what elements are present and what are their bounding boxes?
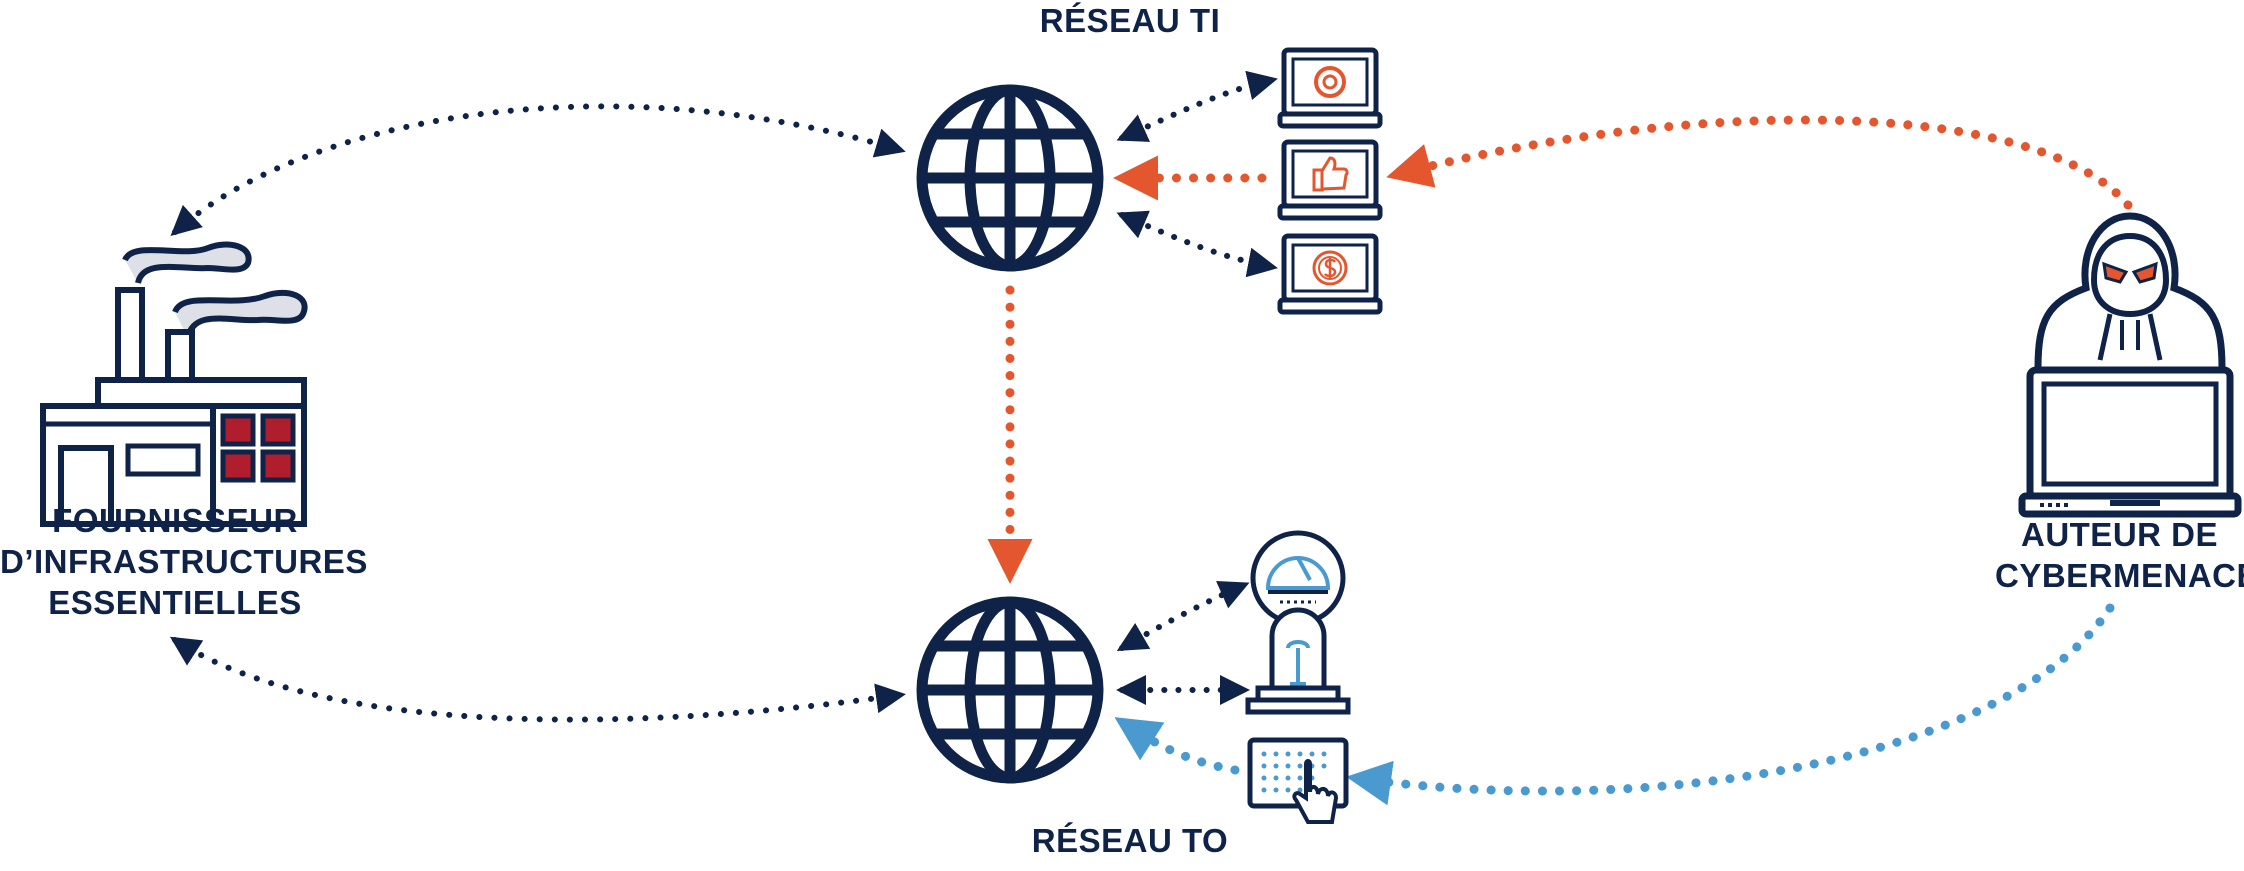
attack-actor-to-laptop: [1386, 115, 2133, 210]
control-valve-icon: [1245, 607, 1351, 715]
link-it-dollar: [1116, 210, 1278, 278]
attack-keypad-to-ot: [1114, 717, 1240, 775]
threat-actor-label-line: CYBERMENACE: [1995, 557, 2244, 594]
provider-label-line: ESSENTIELLES: [48, 584, 302, 621]
link-provider-ot: [169, 636, 906, 723]
globe-icon: [916, 596, 1104, 784]
threat-actor-label: AUTEUR DE CYBERMENACE: [1995, 514, 2244, 596]
globe-icon: [916, 84, 1104, 272]
link-provider-it: [170, 103, 906, 236]
link-it-email: [1116, 70, 1278, 142]
provider-label-line: FOURNISSEUR: [52, 502, 298, 539]
provider-label-line: D’INFRASTRUCTURES: [0, 543, 368, 580]
hooded-hacker-laptop-icon: [2018, 212, 2242, 518]
gauge-icon: [1250, 530, 1346, 626]
laptop-email-icon: [1277, 47, 1383, 129]
it-network-label: RÉSEAU TI: [1039, 2, 1221, 39]
provider-label: FOURNISSEUR D’INFRASTRUCTURES ESSENTIELL…: [0, 500, 368, 623]
link-ot-gauge: [1116, 580, 1250, 652]
attack-actor-to-keypad: [1346, 603, 2115, 806]
laptop-dollar-icon: [1277, 233, 1383, 315]
ot-network-label: RÉSEAU TO: [1031, 822, 1229, 859]
laptop-thumbs-up-icon: [1277, 139, 1383, 221]
touch-keypad-icon: [1247, 737, 1349, 824]
threat-actor-label-line: AUTEUR DE: [2020, 516, 2218, 553]
factory-icon: [40, 241, 308, 527]
connectors: [169, 70, 2133, 806]
